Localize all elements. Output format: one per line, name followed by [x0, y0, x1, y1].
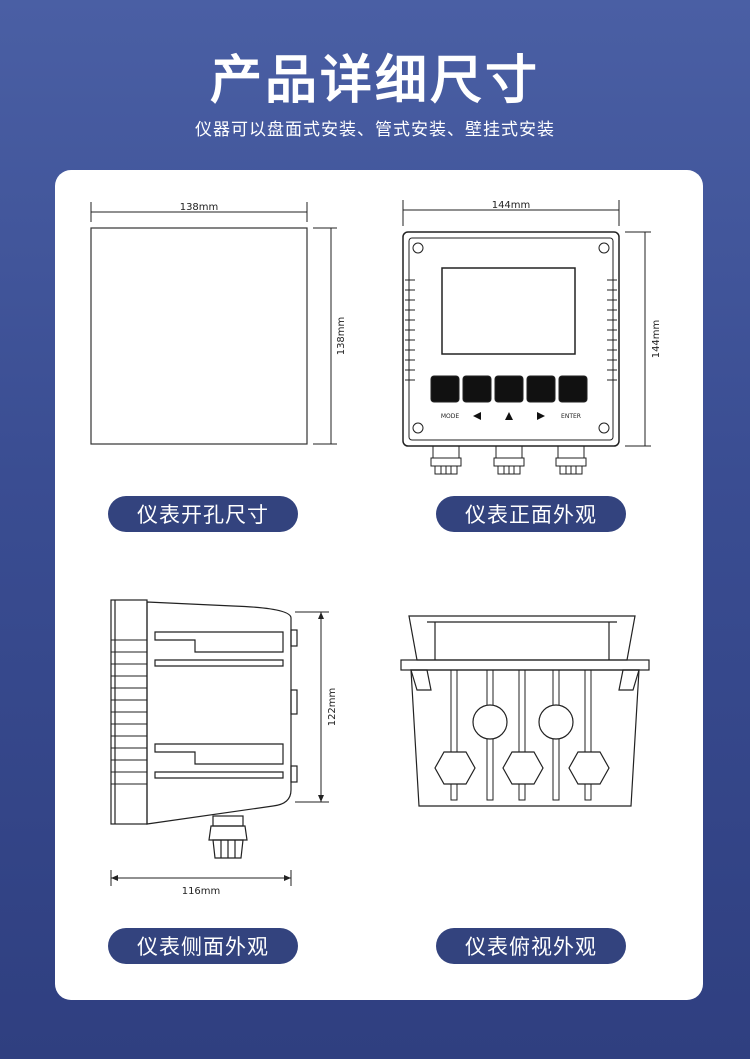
mount-bracket [154, 743, 284, 765]
side-width-label: 116mm [182, 886, 221, 897]
page-title: 产品详细尺寸 [209, 51, 540, 111]
dimension-card: 138mm 138mm [55, 170, 703, 1000]
mode-key-label: MODE [441, 413, 460, 420]
key-left [462, 375, 492, 403]
top-flange [400, 659, 650, 671]
hex-nut [434, 751, 476, 785]
lcd-display [441, 267, 576, 355]
screw-icon [412, 242, 424, 254]
key-right [526, 375, 556, 403]
cutout-view-label: 仪表开孔尺寸 [108, 496, 298, 532]
enter-key-label: ENTER [561, 413, 581, 420]
meter-body [402, 231, 620, 447]
screw-icon [598, 422, 610, 434]
left-vents [405, 279, 415, 381]
cutout-width-label: 138mm [180, 202, 219, 213]
dimension-drawings: 138mm 138mm [90, 200, 662, 897]
side-cable-gland [208, 815, 248, 859]
hex-nut [568, 751, 610, 785]
up-arrow-icon [505, 412, 513, 420]
side-dimensions [110, 611, 329, 886]
cable-gland [493, 445, 525, 475]
top-view-label: 仪表俯视外观 [436, 928, 626, 964]
front-height-label: 144mm [651, 320, 662, 359]
cutout-height-label: 138mm [336, 317, 347, 356]
key-up [494, 375, 524, 403]
top-housing [410, 669, 640, 807]
mount-bracket [154, 771, 284, 779]
front-view [402, 200, 651, 475]
meter-bezel [408, 237, 614, 441]
right-arrow-icon [537, 412, 545, 420]
cutout-view [90, 202, 337, 445]
mount-bracket [154, 659, 284, 667]
mount-bracket [154, 631, 284, 653]
round-fitting [472, 704, 508, 740]
panel-cutout-outline [90, 227, 308, 445]
key-enter [558, 375, 588, 403]
left-arrow-icon [473, 412, 481, 420]
page-subtitle: 仪器可以盘面式安装、管式安装、壁挂式安装 [195, 120, 555, 140]
cable-gland [430, 445, 462, 475]
side-height-label: 122mm [327, 688, 338, 727]
key-mode [430, 375, 460, 403]
screw-icon [412, 422, 424, 434]
side-housing [146, 601, 292, 825]
front-view-label: 仪表正面外观 [436, 496, 626, 532]
side-view [110, 599, 329, 886]
side-view-label: 仪表侧面外观 [108, 928, 298, 964]
hex-nut [502, 751, 544, 785]
right-vents [607, 279, 617, 381]
top-view [400, 615, 650, 807]
cable-gland [555, 445, 587, 475]
round-fitting [538, 704, 574, 740]
bezel-ribs [111, 639, 147, 785]
front-width-label: 144mm [492, 200, 531, 211]
screw-icon [598, 242, 610, 254]
